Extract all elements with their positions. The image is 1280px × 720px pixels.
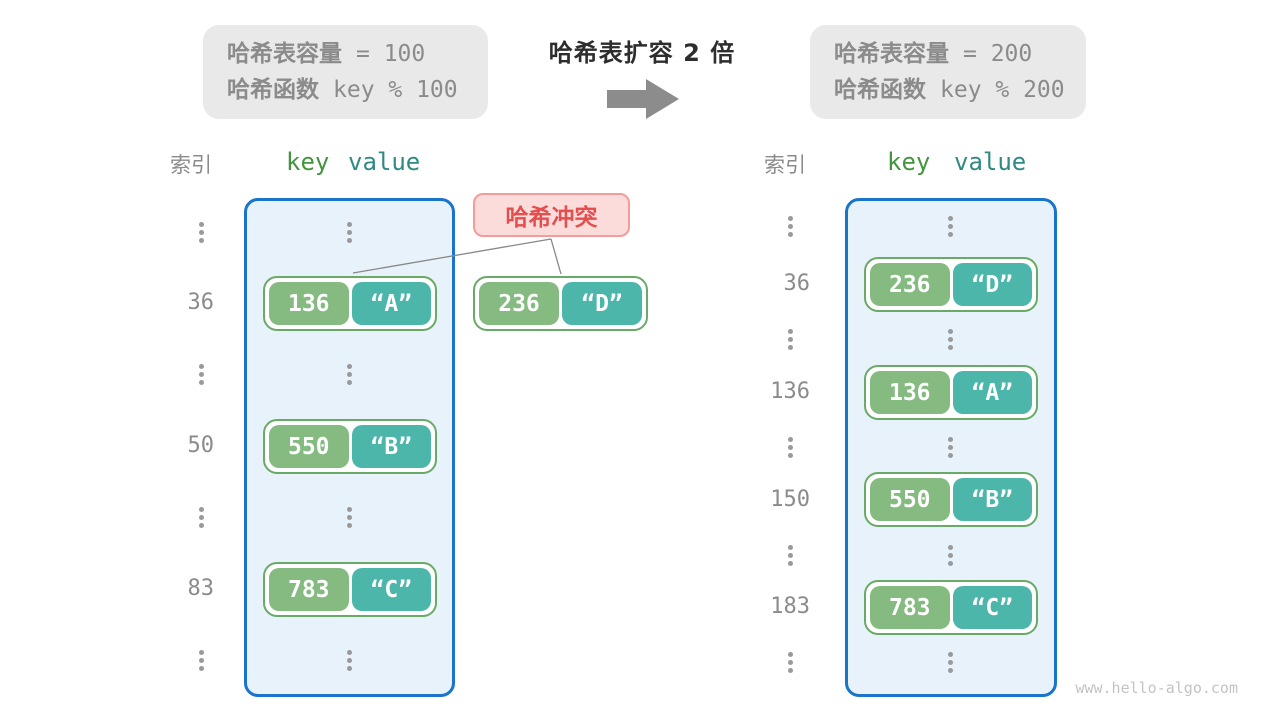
value-cell: “C” [952, 586, 1032, 629]
ellipsis-icon [199, 650, 204, 655]
key-cell: 550 [269, 425, 349, 468]
ellipsis-icon [347, 364, 352, 369]
collision-badge: 哈希冲突 [473, 193, 630, 237]
left-capacity-box: 哈希表容量 = 100 哈希函数 key % 100 [203, 25, 488, 119]
value-cell: “B” [952, 478, 1032, 521]
right-key-header: key [887, 148, 931, 176]
key-cell: 136 [870, 371, 950, 414]
index-label: 83 [187, 576, 215, 601]
value-cell: “B” [351, 425, 431, 468]
ellipsis-icon [788, 437, 793, 442]
watermark: www.hello-algo.com [1075, 679, 1238, 697]
ellipsis-icon [948, 652, 953, 657]
collision-line-right [550, 238, 562, 275]
key-cell: 236 [870, 263, 950, 306]
key-cell: 136 [269, 282, 349, 325]
ellipsis-icon [788, 652, 793, 657]
ellipsis-icon [347, 222, 352, 227]
hash-function-value: key % 100 [333, 77, 458, 103]
index-label: 50 [187, 433, 215, 458]
kv-pair-783-C: 783 “C” [864, 580, 1038, 635]
left-key-header: key [286, 148, 330, 176]
right-value-header: value [954, 148, 1027, 176]
right-capacity-box: 哈希表容量 = 200 哈希函数 key % 200 [810, 25, 1086, 119]
value-cell: “D” [952, 263, 1032, 306]
kv-pair-136-A: 136 “A” [263, 276, 437, 331]
hash-function-label: 哈希函数 [227, 77, 319, 103]
ellipsis-icon [199, 507, 204, 512]
ellipsis-icon [788, 545, 793, 550]
expand-arrow-icon [607, 79, 679, 119]
capacity-line: 哈希表容量 = 200 [834, 39, 1086, 69]
hash-function-line: 哈希函数 key % 200 [834, 75, 1086, 105]
ellipsis-icon [347, 507, 352, 512]
hash-function-label: 哈希函数 [834, 77, 926, 103]
expand-title: 哈希表扩容 2 倍 [548, 39, 736, 67]
ellipsis-icon [788, 329, 793, 334]
index-label: 183 [770, 594, 810, 619]
key-cell: 236 [479, 282, 559, 325]
left-value-header: value [348, 148, 421, 176]
value-cell: “A” [952, 371, 1032, 414]
index-label: 150 [770, 487, 810, 512]
ellipsis-icon [948, 545, 953, 550]
ellipsis-icon [948, 216, 953, 221]
ellipsis-icon [948, 437, 953, 442]
kv-pair-550-B: 550 “B” [263, 419, 437, 474]
capacity-value: = 100 [356, 41, 426, 67]
kv-pair-550-B: 550 “B” [864, 472, 1038, 527]
capacity-label: 哈希表容量 [834, 41, 949, 67]
right-index-header: 索引 [764, 153, 806, 177]
capacity-label: 哈希表容量 [227, 41, 342, 67]
value-cell: “D” [562, 282, 642, 325]
kv-pair-236-D-colliding: 236 “D” [473, 276, 648, 331]
index-label: 36 [187, 290, 215, 315]
key-cell: 550 [870, 478, 950, 521]
kv-pair-236-D: 236 “D” [864, 257, 1038, 312]
ellipsis-icon [788, 216, 793, 221]
value-cell: “C” [351, 568, 431, 611]
kv-pair-783-C: 783 “C” [263, 562, 437, 617]
ellipsis-icon [347, 650, 352, 655]
index-label: 136 [770, 379, 810, 404]
left-index-header: 索引 [170, 153, 212, 177]
capacity-value: = 200 [963, 41, 1033, 67]
ellipsis-icon [199, 222, 204, 227]
ellipsis-icon [948, 329, 953, 334]
kv-pair-136-A: 136 “A” [864, 365, 1038, 420]
key-cell: 783 [269, 568, 349, 611]
hash-function-value: key % 200 [940, 77, 1065, 103]
index-label: 36 [783, 271, 811, 296]
key-cell: 783 [870, 586, 950, 629]
value-cell: “A” [351, 282, 431, 325]
capacity-line: 哈希表容量 = 100 [227, 39, 488, 69]
hash-function-line: 哈希函数 key % 100 [227, 75, 488, 105]
ellipsis-icon [199, 364, 204, 369]
